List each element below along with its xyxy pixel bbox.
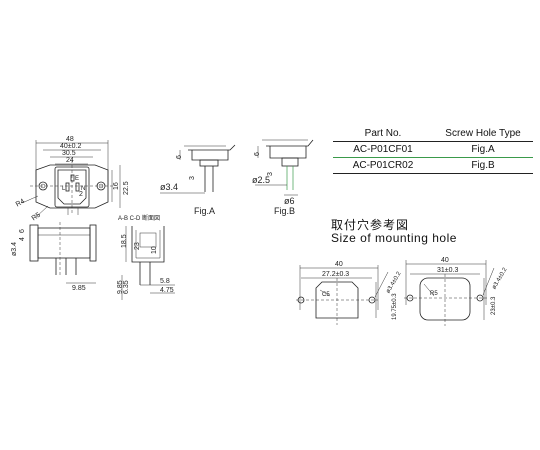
mhb-width: 40 <box>441 257 449 264</box>
front-view: 48 40±0.2 30.5 24 L N E 16 22.5 2 R <box>15 136 130 222</box>
dim-6-35: 6.35 <box>123 280 130 294</box>
dim-18-5: 18.5 <box>121 234 128 248</box>
mhb-radius: R5 <box>430 291 438 297</box>
mha-width: 40 <box>335 261 343 268</box>
header-screw-type: Screw Hole Type <box>445 128 521 139</box>
dim-4-75: 4.75 <box>160 287 174 294</box>
cell-type: Fig.A <box>471 144 495 155</box>
dim-9-85: 9.85 <box>117 280 124 294</box>
table-row: AC-P01CF01 Fig.A <box>333 142 533 158</box>
cell-part: AC-P01CR02 <box>352 160 414 171</box>
dim-r5: R5 <box>31 211 42 222</box>
mounting-title-en: Size of mounting hole <box>331 231 457 245</box>
part-number-table: Part No. Screw Hole Type AC-P01CF01 Fig.… <box>333 126 533 174</box>
mha-spacing: 27.2±0.3 <box>322 271 349 278</box>
dim-23: 23 <box>134 242 141 250</box>
mhb-spacing: 31±0.3 <box>437 267 458 274</box>
header-part-no: Part No. <box>364 128 402 139</box>
mounting-title-cn: 取付穴参考図 <box>331 218 410 232</box>
figa-dim-phi: ø3.4 <box>160 182 178 192</box>
figb-dim-6: 6 <box>254 152 261 156</box>
cell-part: AC-P01CF01 <box>353 144 413 155</box>
dim-6: 6 <box>19 229 26 233</box>
pin-n: N <box>81 186 85 192</box>
figa-dim-6: 6 <box>176 155 183 159</box>
table-header: Part No. Screw Hole Type <box>333 126 533 142</box>
mounting-hole-a: 40 27.2±0.3 C5 ø3.4±0.2 19.75±0.3 <box>296 261 403 325</box>
dim-4: 4 <box>19 237 26 241</box>
dim-16: 16 <box>113 182 120 190</box>
pin-e: E <box>75 176 79 182</box>
fig-b-screw: 6 3 ø2.5 ø6 Fig.B <box>252 139 314 216</box>
side-section-view: 4 6 ø3.4 9.85 A-B C-D 断面図 18.5 23 10 9.8… <box>11 214 175 300</box>
dim-10-5: 9.85 <box>72 285 86 292</box>
figb-dim-phi2-5: ø2.5 <box>252 175 270 185</box>
figb-dim-3: 3 <box>267 172 274 176</box>
figb-dim-phi6: ø6 <box>284 196 295 206</box>
figa-dim-3: 3 <box>189 176 196 180</box>
table-row: AC-P01CR02 Fig.B <box>333 158 533 174</box>
mounting-hole-b: 40 31±0.3 R5 ø3.4±0.2 23±0.3 <box>404 257 509 326</box>
dim-30-5: 30.5 <box>62 150 76 157</box>
cell-type: Fig.B <box>471 160 495 171</box>
mhb-height: 23±0.3 <box>491 296 497 315</box>
dim-48: 48 <box>66 136 74 143</box>
dim-22-5: 22.5 <box>123 181 130 195</box>
pin-l: L <box>62 186 66 192</box>
fig-b-label: Fig.B <box>274 206 295 216</box>
section-label: A-B C-D 断面図 <box>118 214 160 222</box>
fig-a-label: Fig.A <box>194 206 215 216</box>
dim-phi3-4: ø3.4 <box>11 242 18 256</box>
dim-5-8: 5.8 <box>160 278 170 285</box>
mhb-hole: ø3.4±0.2 <box>491 266 508 290</box>
mha-corner: C5 <box>322 292 330 298</box>
dim-r4: R4 <box>15 198 26 209</box>
mha-height: 19.75±0.3 <box>392 293 398 320</box>
fig-a-screw: 6 3 ø3.4 Fig.A <box>160 144 236 216</box>
dim-2: 2 <box>79 191 83 198</box>
dim-24: 24 <box>66 157 74 164</box>
mha-hole: ø3.4±0.2 <box>385 270 402 294</box>
dim-10: 10 <box>151 246 158 254</box>
dim-40: 40±0.2 <box>60 143 81 150</box>
